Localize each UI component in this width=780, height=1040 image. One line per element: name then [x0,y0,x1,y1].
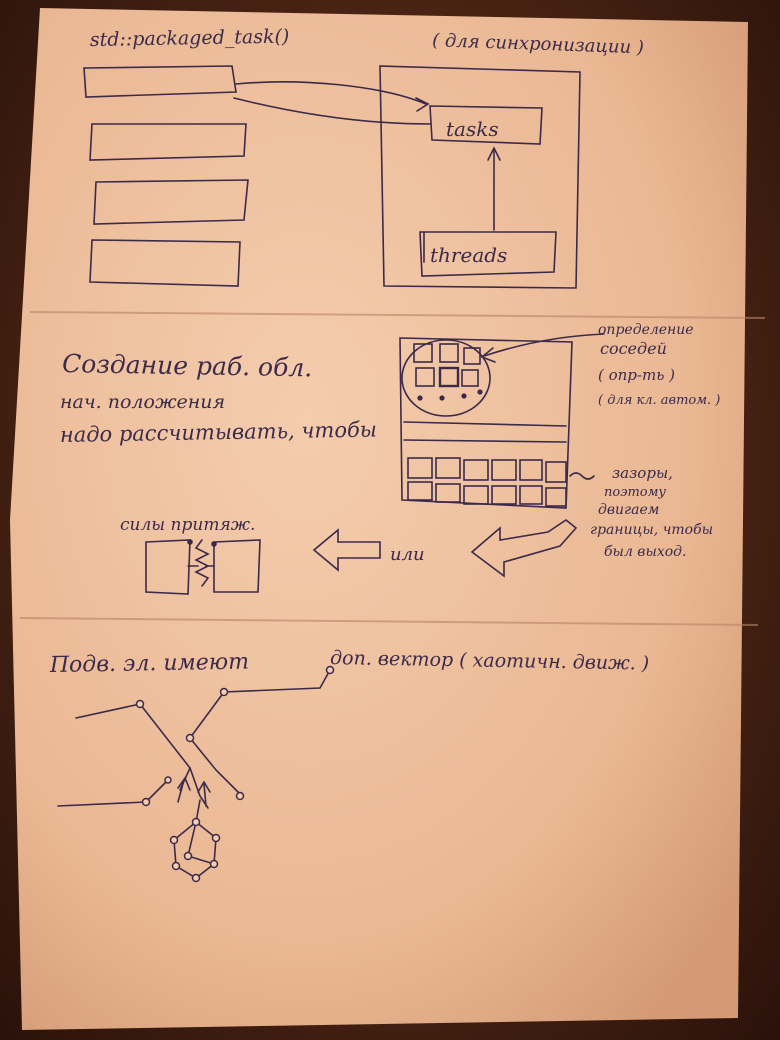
threads-box [419,231,557,277]
body-box [213,539,261,593]
arrow [233,97,431,125]
moving-title: Подв. эл. имеют [49,650,250,678]
section-packaged-task [83,65,581,289]
squiggle [569,472,595,480]
arrow-head [415,97,430,112]
path-line [188,691,241,795]
big-arrow-left [312,528,381,572]
dot [477,389,483,395]
work-area-line3: надо рассчитывать, чтобы [60,417,377,447]
system-frame [379,65,581,289]
section-work-area [145,333,605,595]
bottom-cells [407,457,567,507]
work-area-line2: нач. положения [60,391,225,413]
cell [463,347,481,365]
tasks-box [429,105,543,145]
arrow-head [197,780,211,793]
neighbors-note-3: ( опр-ть ) [598,366,675,384]
force-label: силы притяж. [120,515,255,535]
task-box [89,239,241,287]
gaps-note-4: границы, чтобы [590,522,713,538]
gaps-note-2: поэтому [604,485,666,500]
threads-label: threads [430,243,507,267]
arrow-head [487,146,501,161]
dot [461,393,467,399]
cell [413,343,433,363]
cell [415,367,435,387]
tasks-label: tasks [446,117,499,141]
path-line [75,703,141,719]
task-box [89,123,247,161]
work-area-title: Создание раб. обл. [62,349,313,382]
path-line [223,669,331,693]
fold-line [29,311,766,319]
handwriting: std::packaged_task() ( для синхронизации… [49,26,721,678]
work-area-rect [399,337,573,509]
gaps-note-1: зазоры, [612,464,673,482]
arrow [203,783,207,807]
gaps-note-5: был выход. [604,544,687,560]
dot [211,541,217,547]
graph-nodes [135,665,335,883]
big-arrow-double [470,519,578,578]
spring [194,539,210,587]
neighbors-note-2: соседей [600,339,667,358]
header-packaged-task: std::packaged_task() [90,26,290,51]
dot [439,395,445,401]
arrow [483,333,605,357]
arrow-head [177,776,191,791]
neighbor-circle [401,339,491,417]
dot [417,395,423,401]
fold-line [19,617,759,626]
cell [461,369,479,387]
arrow [177,779,185,803]
or-label: или [390,544,425,565]
divider [403,421,567,427]
divider [403,439,567,443]
dot [187,539,193,545]
arrow [235,81,427,105]
arrow-head [480,347,496,363]
section-moving-elements [57,665,335,883]
paper-sheet [10,8,748,1030]
body-box [145,539,191,595]
neighbors-note-4: ( для кл. автом. ) [598,393,720,408]
gaps-note-3: двигаем [598,502,659,518]
task-box [83,65,237,98]
cell [438,366,460,388]
neighbors-note-1: определение [598,322,694,338]
cell [439,343,459,363]
task-box [93,179,249,225]
